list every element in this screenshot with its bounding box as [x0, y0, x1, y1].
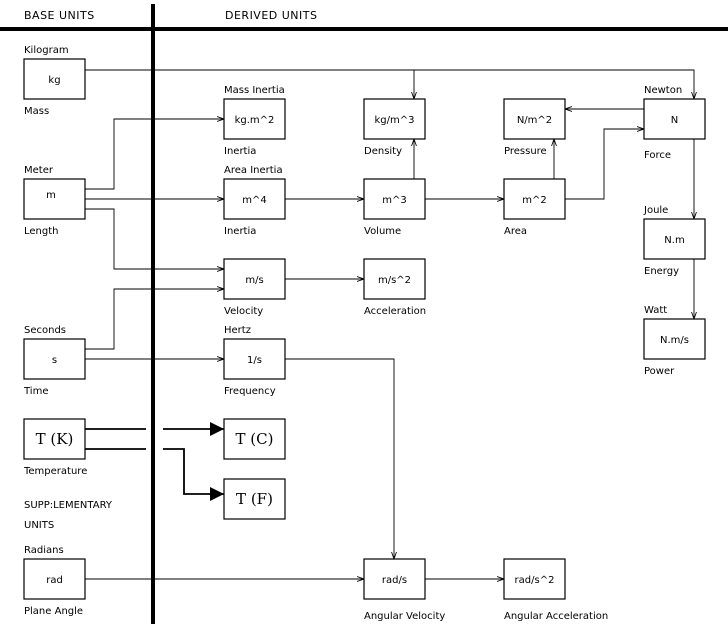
unit-box-hz: 1/s Hertz Frequency: [223, 325, 286, 397]
svg-text:Energy: Energy: [644, 266, 679, 277]
svg-text:Time: Time: [23, 386, 48, 397]
svg-text:Acceleration: Acceleration: [364, 306, 426, 317]
svg-text:Radians: Radians: [24, 545, 64, 556]
svg-text:Plane Angle: Plane Angle: [24, 606, 83, 617]
svg-text:1/s: 1/s: [247, 355, 262, 366]
svg-text:s: s: [52, 355, 57, 366]
arrow-s-to-velocity: [85, 289, 224, 350]
svg-text:rad/s: rad/s: [382, 575, 407, 586]
unit-box-rads2: rad/s^2 Angular Acceleration: [503, 558, 608, 622]
arrow-m-to-velocity: [85, 208, 224, 269]
unit-box-tc: T (C): [223, 418, 286, 460]
svg-text:kg/m^3: kg/m^3: [375, 115, 415, 126]
unit-box-ms2: m/s^2 Acceleration: [363, 258, 426, 317]
unit-box-kgm2: kg.m^2 Mass Inertia Inertia: [223, 85, 286, 157]
svg-text:rad: rad: [46, 575, 63, 586]
unit-box-nm: N.m Joule Energy: [643, 205, 706, 277]
svg-text:Watt: Watt: [644, 305, 667, 316]
svg-text:Power: Power: [644, 366, 675, 377]
svg-text:Newton: Newton: [644, 85, 682, 96]
svg-text:kg: kg: [48, 75, 60, 86]
unit-box-nms: N.m/s Watt Power: [643, 305, 706, 377]
svg-text:m/s^2: m/s^2: [378, 275, 411, 286]
svg-text:N: N: [671, 115, 678, 126]
unit-box-m: m Meter Length: [23, 165, 86, 237]
unit-box-kg: kg Kilogram Mass: [23, 45, 86, 117]
svg-text:Meter: Meter: [24, 165, 54, 176]
svg-text:rad/s^2: rad/s^2: [515, 575, 555, 586]
svg-text:T (C): T (C): [236, 430, 274, 448]
svg-text:N.m: N.m: [664, 235, 684, 246]
svg-text:Seconds: Seconds: [24, 325, 66, 336]
svg-text:m^4: m^4: [242, 195, 266, 206]
unit-box-rads: rad/s Angular Velocity: [363, 558, 445, 622]
svg-text:Force: Force: [644, 150, 671, 161]
unit-box-tk: T (K) Temperature: [23, 418, 87, 477]
svg-text:Velocity: Velocity: [224, 306, 263, 317]
arrow-area-to-newton: [565, 129, 644, 200]
svg-text:Angular Acceleration: Angular Acceleration: [504, 611, 608, 622]
svg-text:Joule: Joule: [643, 205, 668, 216]
svg-text:Hertz: Hertz: [224, 325, 251, 336]
svg-text:m: m: [46, 190, 56, 201]
unit-box-m4: m^4 Area Inertia Inertia: [223, 165, 286, 237]
svg-text:Mass: Mass: [24, 106, 49, 117]
supplementary-heading-line2: UNITS: [24, 520, 54, 531]
unit-box-rad: rad Radians Plane Angle: [23, 545, 86, 617]
unit-box-kgm3: kg/m^3 Density: [363, 98, 426, 157]
svg-text:Pressure: Pressure: [504, 146, 547, 157]
svg-text:Angular Velocity: Angular Velocity: [364, 611, 445, 622]
svg-text:m^2: m^2: [522, 195, 546, 206]
svg-text:Length: Length: [24, 226, 59, 237]
svg-text:Inertia: Inertia: [224, 226, 256, 237]
unit-box-nm2: N/m^2 Pressure: [503, 98, 566, 157]
arrow-temp-to-fahrenheit: [163, 448, 224, 501]
unit-box-ms: m/s Velocity: [223, 258, 286, 317]
unit-box-s: s Seconds Time: [23, 325, 86, 397]
svg-text:Temperature: Temperature: [23, 466, 87, 477]
arrow-frequency-to-angular-velocity: [285, 358, 394, 559]
header-derived-units: DERIVED UNITS: [225, 9, 317, 22]
unit-box-m3: m^3 Volume: [363, 178, 426, 237]
svg-text:N.m/s: N.m/s: [660, 335, 689, 346]
arrow-kg-to-newton: [85, 69, 694, 99]
svg-text:T (K): T (K): [36, 430, 74, 448]
svg-text:Density: Density: [364, 146, 402, 157]
svg-text:Frequency: Frequency: [224, 386, 276, 397]
supplementary-heading-line1: SUPP:LEMENTARY: [24, 500, 113, 511]
svg-text:Mass Inertia: Mass Inertia: [224, 85, 285, 96]
unit-box-m2: m^2 Area: [503, 178, 566, 237]
svg-text:Inertia: Inertia: [224, 146, 256, 157]
header-base-units: BASE UNITS: [24, 9, 95, 22]
svg-text:m^3: m^3: [382, 195, 406, 206]
svg-text:Kilogram: Kilogram: [24, 45, 69, 56]
svg-text:Area Inertia: Area Inertia: [224, 165, 283, 176]
arrow-m-to-mass-inertia: [85, 119, 224, 190]
svg-text:m/s: m/s: [245, 275, 263, 286]
unit-box-n: N Newton Force: [643, 85, 706, 161]
svg-text:Volume: Volume: [364, 226, 401, 237]
unit-box-tf: T (F): [223, 478, 286, 520]
svg-text:kg.m^2: kg.m^2: [235, 115, 275, 126]
svg-text:T (F): T (F): [236, 490, 273, 508]
svg-text:Area: Area: [504, 226, 527, 237]
svg-text:N/m^2: N/m^2: [517, 115, 552, 126]
